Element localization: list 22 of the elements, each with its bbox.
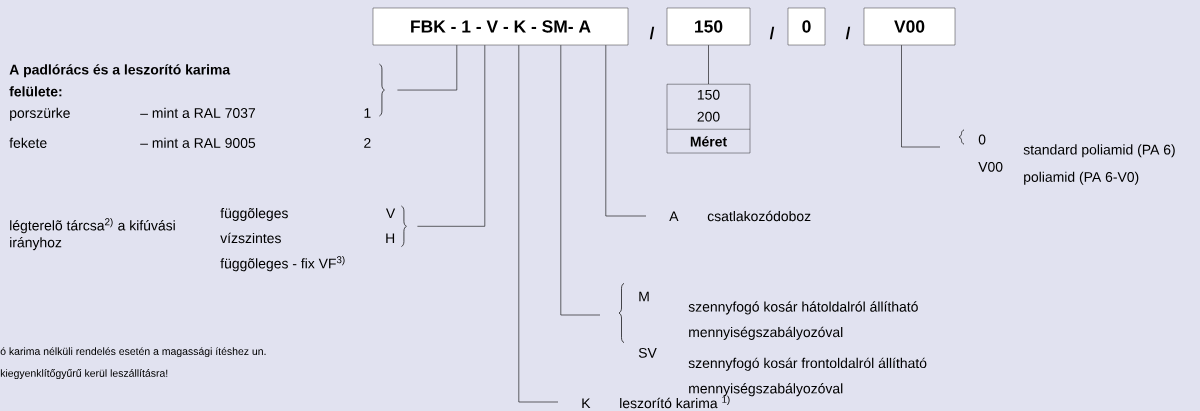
separator-slash: /: [845, 26, 851, 40]
option-list: A padlórács és a leszorító karima felülete: porszürke – mint a RAL 7037 1 fekete – mint a RAL 9005 2: [9, 64, 371, 148]
leader-line: [518, 44, 559, 403]
option-item: A csatlakozódoboz: [669, 210, 811, 222]
leader-line: [417, 44, 486, 227]
separator-slash: /: [649, 26, 655, 40]
leader-line: [560, 44, 601, 316]
code-box: FBK - 1 - V - K - SM- A: [372, 7, 629, 46]
option-item: K leszorító karima $^{1)}$: [582, 395, 730, 409]
leader-line: [605, 44, 647, 217]
option-list: 0 standard poliamid (PA 6) V00 poliamid (PA 6-V0): [978, 134, 1175, 185]
separator-slash: /: [769, 26, 775, 40]
leader-line: [397, 44, 458, 91]
code-box: 150: [666, 7, 751, 46]
option-list: légterelõ tárcsa$^{2)}$ a kifúvási irányhoz függõleges V vízszintes H függõleges - fix VF$^{3)}$: [10, 207, 396, 272]
leader-line: [708, 44, 709, 85]
option-list: M szennyfogó kosár hátoldalról állítható mennyiségszabályozóval SV szennyfogó kosár frontoldalról állítható mennyiségszabályozóval: [638, 291, 927, 397]
leader-line: [901, 44, 941, 148]
code-box: V00: [863, 7, 956, 46]
footnote-text: ó karima nélküli rendelés esetén a magassági ítéshez un. kiegyenklítőgyűrű kerül leszállításra!: [0, 347, 266, 379]
code-box: 0: [787, 7, 826, 46]
size-box: 150 200 Méret: [666, 84, 751, 154]
